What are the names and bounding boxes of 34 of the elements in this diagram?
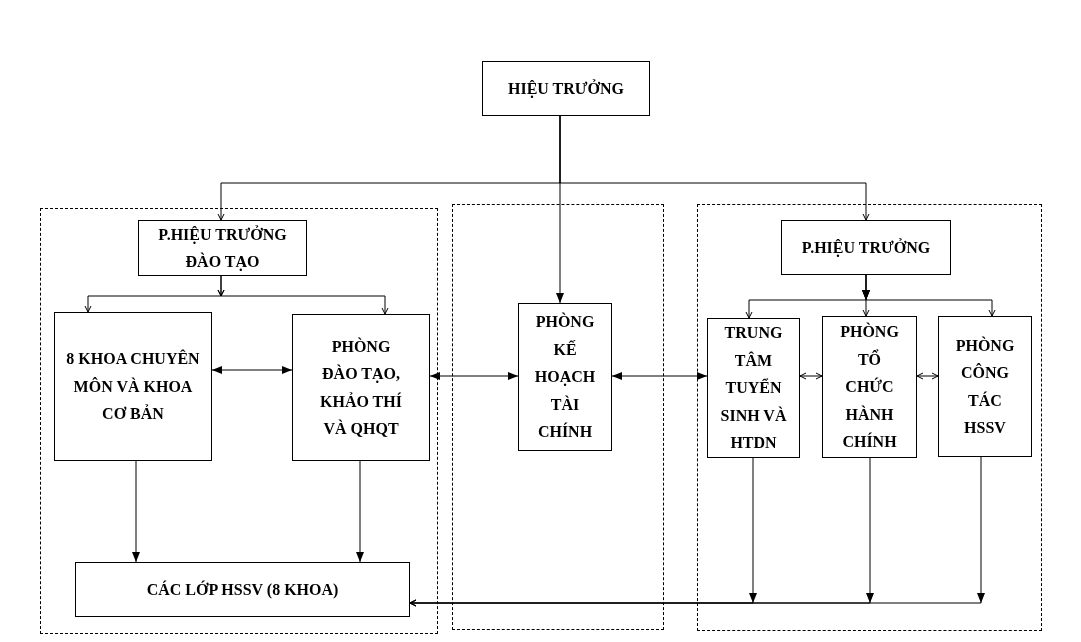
unit-box — [938, 316, 1032, 457]
arrow — [217, 275, 389, 315]
unit-box — [292, 314, 430, 461]
double-arrow — [429, 372, 519, 380]
unit-name: CÁC LỚP HSSV (8 KHOA) — [146, 579, 339, 601]
unit-name: P.HIỆU TRƯỞNG ĐÀO TẠO — [157, 224, 288, 273]
unit-name: HIỆU TRƯỞNG — [508, 78, 624, 100]
dashed-group-frame — [452, 204, 664, 630]
unit-name: PHÒNG ĐÀO TẠO, KHẢO THÍ VÀ QHQT — [319, 336, 403, 439]
arrow — [862, 274, 996, 317]
arrow — [409, 456, 985, 607]
arrow — [356, 460, 364, 563]
double-arrow — [799, 372, 823, 380]
unit-box — [54, 312, 212, 461]
double-arrow — [916, 372, 939, 380]
unit-name: PHÒNG CÔNG TÁC HSSV — [954, 335, 1016, 438]
unit-name: 8 KHOA CHUYÊN MÔN VÀ KHOA CƠ BẢN — [65, 348, 201, 425]
unit-box — [75, 562, 410, 617]
double-arrow — [211, 366, 293, 374]
unit-name: PHÒNG TỔ CHỨC HÀNH CHÍNH — [839, 321, 900, 453]
arrow — [559, 115, 870, 221]
unit-box — [781, 220, 951, 275]
unit-box — [707, 318, 800, 458]
unit-box — [482, 61, 650, 116]
unit-box — [822, 316, 917, 458]
unit-box — [138, 220, 307, 276]
unit-name: P.HIỆU TRƯỞNG — [801, 237, 931, 259]
unit-name: PHÒNG KẾ HOẠCH TÀI CHÍNH — [533, 311, 597, 443]
dashed-group-frame — [697, 204, 1042, 631]
arrow — [132, 460, 140, 563]
double-arrow — [611, 372, 708, 380]
dashed-group-frame — [40, 208, 438, 634]
unit-name: TRUNG TÂM TUYỂN SINH VÀ HTDN — [719, 323, 788, 454]
unit-box — [518, 303, 612, 451]
